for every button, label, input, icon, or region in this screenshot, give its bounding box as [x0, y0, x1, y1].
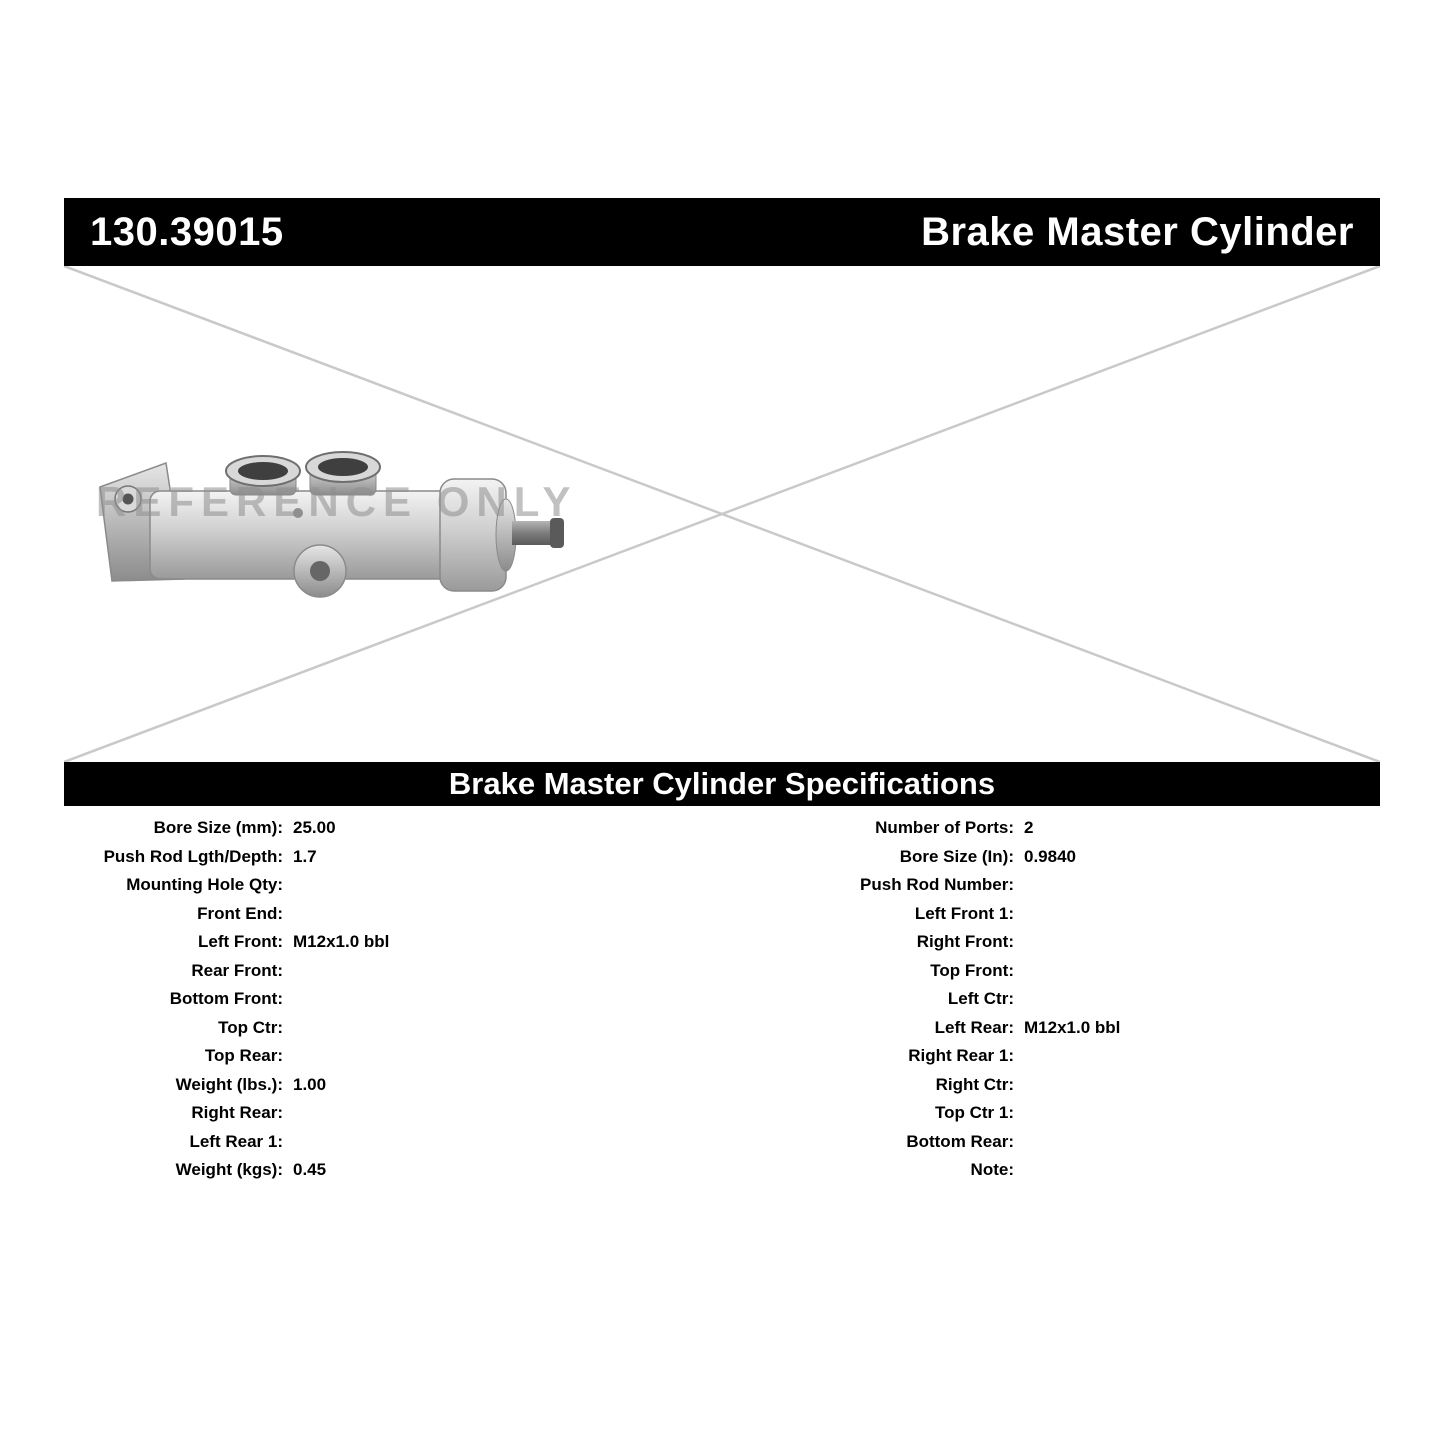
- spec-label: Right Rear 1:: [908, 1046, 1014, 1065]
- spec-row: Left Rear 1:: [64, 1132, 704, 1161]
- spec-value: 25.00: [293, 818, 336, 837]
- specifications-title: Brake Master Cylinder Specifications: [448, 766, 996, 801]
- spec-label: Push Rod Lgth/Depth:: [103, 846, 283, 866]
- spec-row: Rear Front:: [64, 961, 704, 990]
- spec-value: 1.00: [293, 1074, 327, 1094]
- spec-row: Weight (lbs.): 1.00: [64, 1075, 704, 1104]
- spec-label: Left Front 1:: [914, 903, 1014, 923]
- spec-row: Top Rear:: [64, 1046, 704, 1075]
- spec-label: Left Rear:: [934, 1017, 1014, 1037]
- spec-row: Left Front 1:: [704, 904, 1380, 933]
- spec-label: Number of Ports:: [875, 818, 1014, 837]
- spec-label: Left Rear 1:: [189, 1131, 283, 1151]
- spec-label: Top Ctr:: [218, 1017, 283, 1037]
- spec-row: Right Ctr:: [704, 1075, 1380, 1104]
- spec-label: Note:: [970, 1160, 1014, 1179]
- spec-row: Bore Size (mm): 25.00: [64, 818, 704, 847]
- spec-row: Right Front:: [704, 932, 1380, 961]
- spec-row: Mounting Hole Qty:: [64, 875, 704, 904]
- spec-row: Bottom Front:: [64, 989, 704, 1018]
- spec-row: Push Rod Number:: [704, 875, 1380, 904]
- spec-label: Right Ctr:: [935, 1074, 1014, 1094]
- spec-label: Left Ctr:: [947, 989, 1014, 1008]
- spec-label: Bore Size (mm):: [153, 818, 283, 837]
- spec-row: Bore Size (In): 0.9840: [704, 847, 1380, 876]
- spec-row: Note:: [704, 1160, 1380, 1189]
- specifications-title-bar: Brake Master Cylinder Specifications: [64, 762, 1380, 806]
- spec-value: 1.7: [293, 846, 317, 866]
- spec-row: Bottom Rear:: [704, 1132, 1380, 1161]
- spec-label: Right Front:: [916, 932, 1014, 951]
- spec-row: Left Rear: M12x1.0 bbl: [704, 1018, 1380, 1047]
- spec-value: M12x1.0 bbl: [293, 932, 390, 951]
- spec-row: Front End:: [64, 904, 704, 933]
- spec-label: Left Front:: [198, 932, 283, 951]
- spec-row: Left Ctr:: [704, 989, 1380, 1018]
- spec-value: 0.9840: [1024, 846, 1076, 866]
- spec-label: Push Rod Number:: [860, 875, 1014, 894]
- spec-label: Front End:: [197, 903, 283, 923]
- spec-row: Right Rear:: [64, 1103, 704, 1132]
- spec-label: Mounting Hole Qty:: [126, 875, 283, 894]
- spec-label: Right Rear:: [191, 1103, 283, 1122]
- spec-row: Number of Ports: 2: [704, 818, 1380, 847]
- spec-row: Left Front: M12x1.0 bbl: [64, 932, 704, 961]
- spec-label: Weight (lbs.):: [175, 1074, 283, 1094]
- spec-row: Weight (kgs): 0.45: [64, 1160, 704, 1189]
- product-image-zone: REFERENCE ONLY: [64, 266, 1380, 762]
- page-title: Brake Master Cylinder: [921, 209, 1354, 254]
- spec-label: Bottom Rear:: [906, 1131, 1014, 1151]
- part-number: 130.39015: [90, 209, 284, 254]
- spec-row: Top Ctr:: [64, 1018, 704, 1047]
- spec-row: Top Front:: [704, 961, 1380, 990]
- header-bar: 130.39015 Brake Master Cylinder: [64, 198, 1380, 266]
- spec-row: Top Ctr 1:: [704, 1103, 1380, 1132]
- spec-label: Bore Size (In):: [899, 846, 1014, 866]
- spec-label: Top Front:: [930, 960, 1014, 980]
- watermark-cross-icon: [64, 266, 1380, 762]
- spec-row: Right Rear 1:: [704, 1046, 1380, 1075]
- spec-label: Weight (kgs):: [175, 1160, 283, 1179]
- spec-value: 2: [1024, 818, 1034, 837]
- spec-label: Bottom Front:: [169, 989, 283, 1008]
- spec-row: Push Rod Lgth/Depth: 1.7: [64, 847, 704, 876]
- spec-value: 0.45: [293, 1160, 327, 1179]
- spec-label: Top Rear:: [204, 1046, 283, 1065]
- brake-master-cylinder-image: [99, 451, 564, 598]
- spec-value: M12x1.0 bbl: [1024, 1017, 1121, 1037]
- spec-label: Rear Front:: [191, 960, 283, 980]
- spec-label: Top Ctr 1:: [934, 1103, 1014, 1122]
